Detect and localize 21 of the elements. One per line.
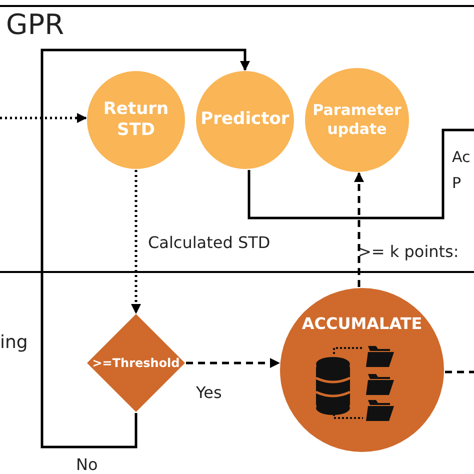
arrow [40,48,250,448]
label-text: ing [0,333,28,353]
node-text: Return STD [102,98,170,142]
node-text: Parameter update [312,101,402,139]
dashed-arrow [186,358,280,368]
dashed-arrow [354,172,364,287]
node-text: ACCUMALATE [302,314,422,334]
label-text: GPR [6,10,64,41]
edge-label: No [76,456,98,474]
label-text: P [452,175,462,192]
node-text: >=Threshold [92,356,180,370]
edge-label: Yes [196,384,222,402]
dashed-arrow [131,170,141,314]
connector-line [248,128,474,220]
node-text: Predictor [200,109,290,131]
edge-label: Calculated STD [148,234,270,252]
label-text: Ac [452,149,470,166]
edge-label: >= k points: [358,243,459,261]
dashed-arrow [0,113,87,123]
decision-diamond [87,314,185,412]
dashed-line [445,370,474,374]
